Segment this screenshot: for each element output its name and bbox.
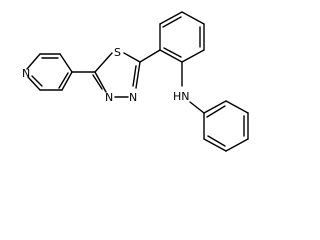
thiadiazole-ring: [92, 52, 141, 98]
bond-benzene-c2-c3: [159, 11, 183, 25]
bond-pyridine-c3-c4: [59, 53, 73, 73]
bond-pyridine-c6-n-double: [31, 75, 43, 87]
amine-phenyl-link: [189, 101, 205, 114]
bond-phenyl-c2-c3: [225, 100, 249, 114]
bond-benzene-c6-c1: [159, 49, 183, 63]
pyridine-ring: [26, 53, 73, 91]
bond-thiadiazole-s-c2: [123, 52, 141, 63]
bond-phenyl-c4-c5: [225, 138, 249, 152]
bond-benzene-c2-c3-double: [162, 16, 182, 28]
bond-benzene-c5-c6: [181, 49, 205, 63]
atom-label-thiadiazole-s: S: [114, 46, 121, 59]
bond-pyridine-n-c2: [26, 53, 41, 70]
atom-label-amine-hn: HN: [173, 90, 190, 103]
thiadiazole-benzene-link: [139, 49, 161, 63]
bond-thiadiazole-c2-benzene-c1: [139, 49, 161, 63]
atom-label-thiadiazole-n3: N: [129, 91, 137, 104]
central-benzene-ring: [159, 11, 205, 63]
bond-pyridine-c4-c5-double: [58, 72, 69, 89]
bond-phenyl-c1-c2: [203, 100, 227, 114]
bond-thiadiazole-c2-n3-double: [132, 65, 137, 87]
bond-phenyl-c1-c2-double: [206, 105, 226, 118]
bond-thiadiazole-n4-c5-double: [92, 74, 103, 90]
bond-nh-phenyl-c1: [189, 101, 205, 114]
phenyl-ring: [203, 100, 249, 152]
bond-thiadiazole-c2-n3: [135, 61, 141, 89]
bond-thiadiazole-n4-c5: [94, 71, 107, 93]
bond-benzene-c6-c1-double: [163, 47, 182, 58]
atom-label-thiadiazole-n4: N: [105, 91, 113, 104]
bond-thiadiazole-c5-s: [94, 52, 113, 73]
bond-pyridine-c4-c5: [61, 71, 73, 91]
bond-phenyl-c5-c6-double: [207, 135, 226, 147]
atom-label-pyridine-n: N: [22, 67, 30, 80]
bond-benzene-c3-c4: [181, 11, 205, 25]
bond-phenyl-c5-c6: [203, 138, 227, 152]
chemical-structure-diagram: N S N N HN: [22, 11, 249, 152]
bond-pyridine-c6-n: [27, 76, 41, 91]
